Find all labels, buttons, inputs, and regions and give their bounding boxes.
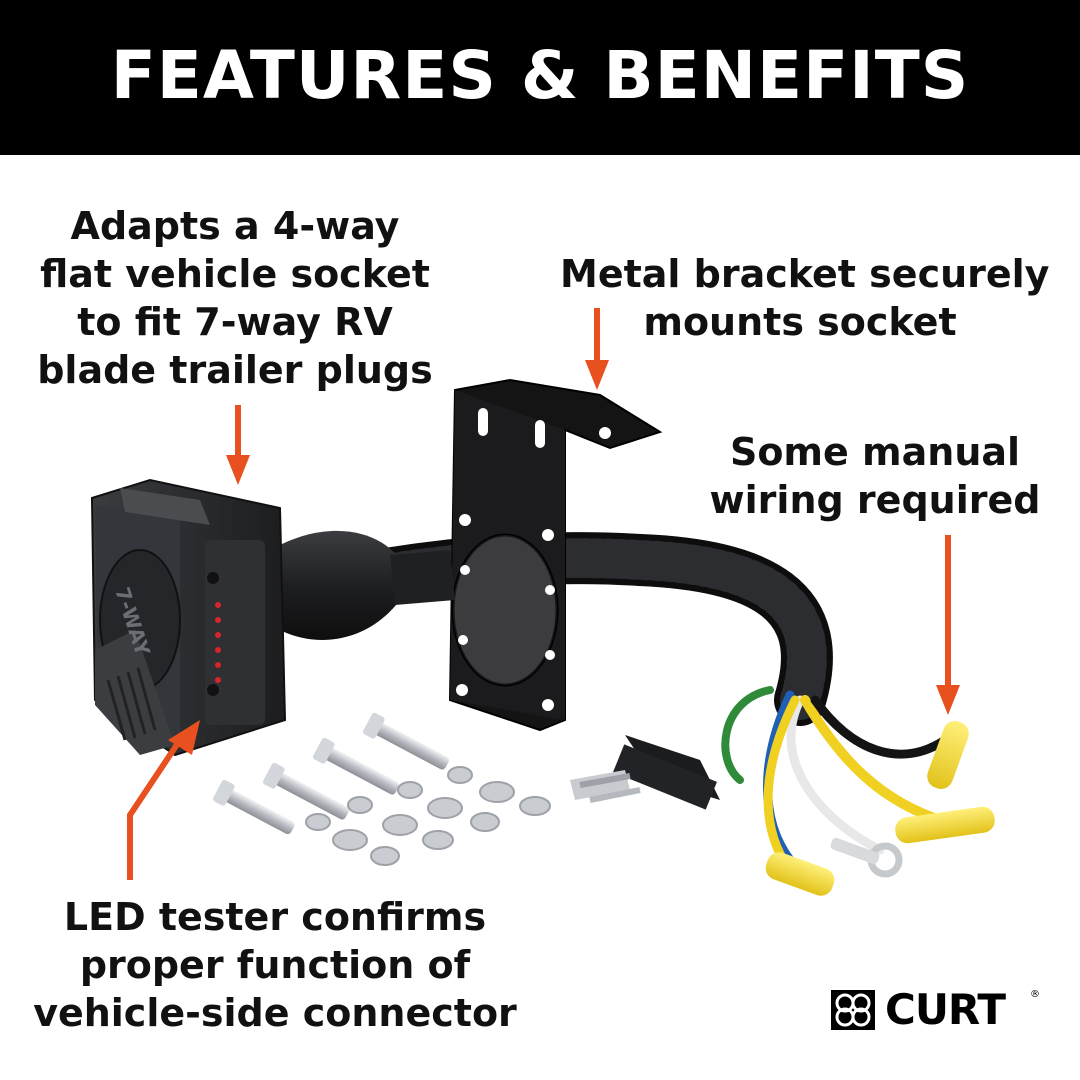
header-banner: FEATURES & BENEFITS [0, 0, 1080, 155]
registered-mark: ® [1030, 989, 1040, 1000]
callout-adapts-socket: Adapts a 4-way flat vehicle socket to fi… [20, 202, 450, 394]
brand-name: CURT [885, 985, 1006, 1034]
mounting-hardware [213, 712, 551, 866]
callout-line: Some manual [729, 430, 1021, 474]
socket-sleeve [280, 530, 455, 640]
callout-led-tester: LED tester confirms proper function of v… [20, 893, 530, 1037]
butt-connector [927, 721, 969, 789]
callout-line: blade trailer plugs [37, 348, 433, 392]
callout-line: mounts socket [643, 300, 957, 344]
callout-line: proper function of [79, 943, 471, 987]
callout-line: vehicle-side connector [33, 991, 517, 1035]
callout-line: to fit 7-way RV [77, 300, 393, 344]
led-indicators [215, 602, 221, 683]
curt-logo: CURT ® [830, 985, 1040, 1035]
callout-metal-bracket: Metal bracket securely mounts socket [560, 250, 1050, 346]
callout-arrows [127, 308, 960, 880]
callout-line: LED tester confirms [63, 895, 487, 939]
callout-manual-wiring: Some manual wiring required [700, 428, 1050, 524]
metal-bracket [448, 378, 663, 732]
four-way-plug [570, 735, 720, 810]
seven-way-socket: 7-WAY [90, 478, 287, 757]
butt-connector [895, 806, 995, 844]
butt-connector [765, 852, 835, 896]
callout-line: Metal bracket securely [560, 252, 1050, 296]
page-title: FEATURES & BENEFITS [110, 37, 970, 114]
curt-logo-mark-icon [831, 990, 875, 1030]
callout-line: Adapts a 4-way [70, 204, 400, 248]
callout-line: flat vehicle socket [40, 252, 430, 296]
callout-line: wiring required [709, 478, 1041, 522]
